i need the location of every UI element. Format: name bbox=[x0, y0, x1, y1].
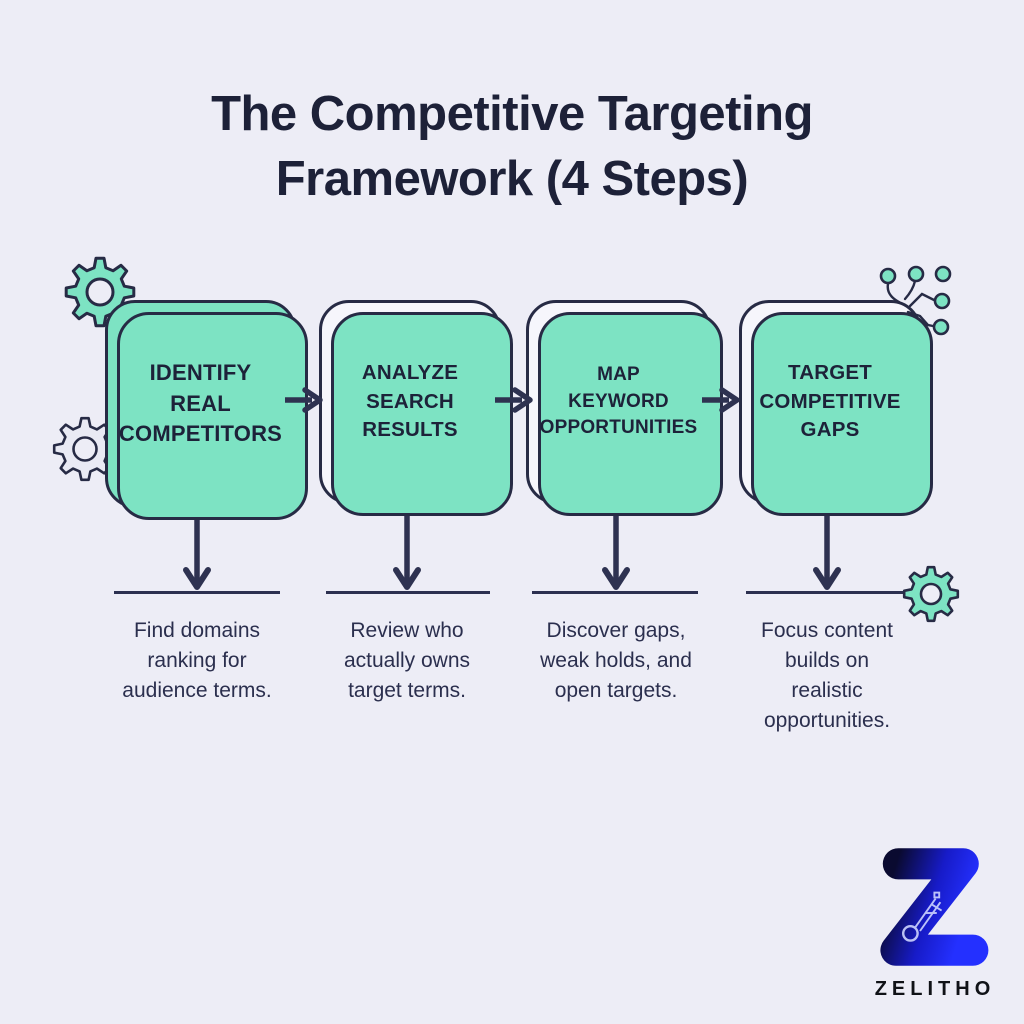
network-nodes-icon bbox=[879, 265, 952, 336]
divider-line bbox=[746, 591, 908, 594]
step-2-title: ANALYZE SEARCH RESULTS bbox=[361, 360, 459, 442]
step-3-title: MAP KEYWORD OPPORTUNITIES bbox=[539, 364, 698, 439]
flow-arrow-icon bbox=[495, 387, 533, 413]
down-arrow-icon bbox=[393, 506, 421, 590]
step-1-box: IDENTIFY REAL COMPETITORS bbox=[105, 300, 296, 508]
flow-arrow-icon bbox=[285, 387, 323, 413]
step-3-box: MAP KEYWORD OPPORTUNITIES bbox=[526, 300, 711, 504]
circuit-lines-icon bbox=[902, 891, 943, 942]
flow-arrow-icon bbox=[702, 387, 740, 413]
brand-name: ZELITHO bbox=[874, 978, 996, 1000]
step-2-box: ANALYZE SEARCH RESULTS bbox=[319, 300, 501, 504]
page-title: The Competitive Targeting Framework (4 S… bbox=[211, 87, 813, 206]
brand-logo-z-icon bbox=[880, 848, 989, 966]
step-4-box: TARGET COMPETITIVE GAPS bbox=[739, 300, 921, 504]
step-1-title: IDENTIFY REAL COMPETITORS bbox=[118, 359, 283, 447]
step-4-description: Focus content builds on realistic opport… bbox=[761, 619, 893, 733]
step-3-description: Discover gaps, weak holds, and open targ… bbox=[540, 619, 692, 703]
gear-icon bbox=[902, 565, 960, 623]
divider-line bbox=[532, 591, 698, 594]
divider-line bbox=[326, 591, 490, 594]
down-arrow-icon bbox=[602, 506, 630, 590]
divider-line bbox=[114, 591, 280, 594]
step-1-description: Find domains ranking for audience terms. bbox=[122, 619, 272, 703]
gear-icon bbox=[52, 416, 118, 482]
down-arrow-icon bbox=[813, 506, 841, 590]
step-2-description: Review who actually owns target terms. bbox=[343, 619, 471, 703]
step-4-title: TARGET COMPETITIVE GAPS bbox=[759, 360, 901, 442]
